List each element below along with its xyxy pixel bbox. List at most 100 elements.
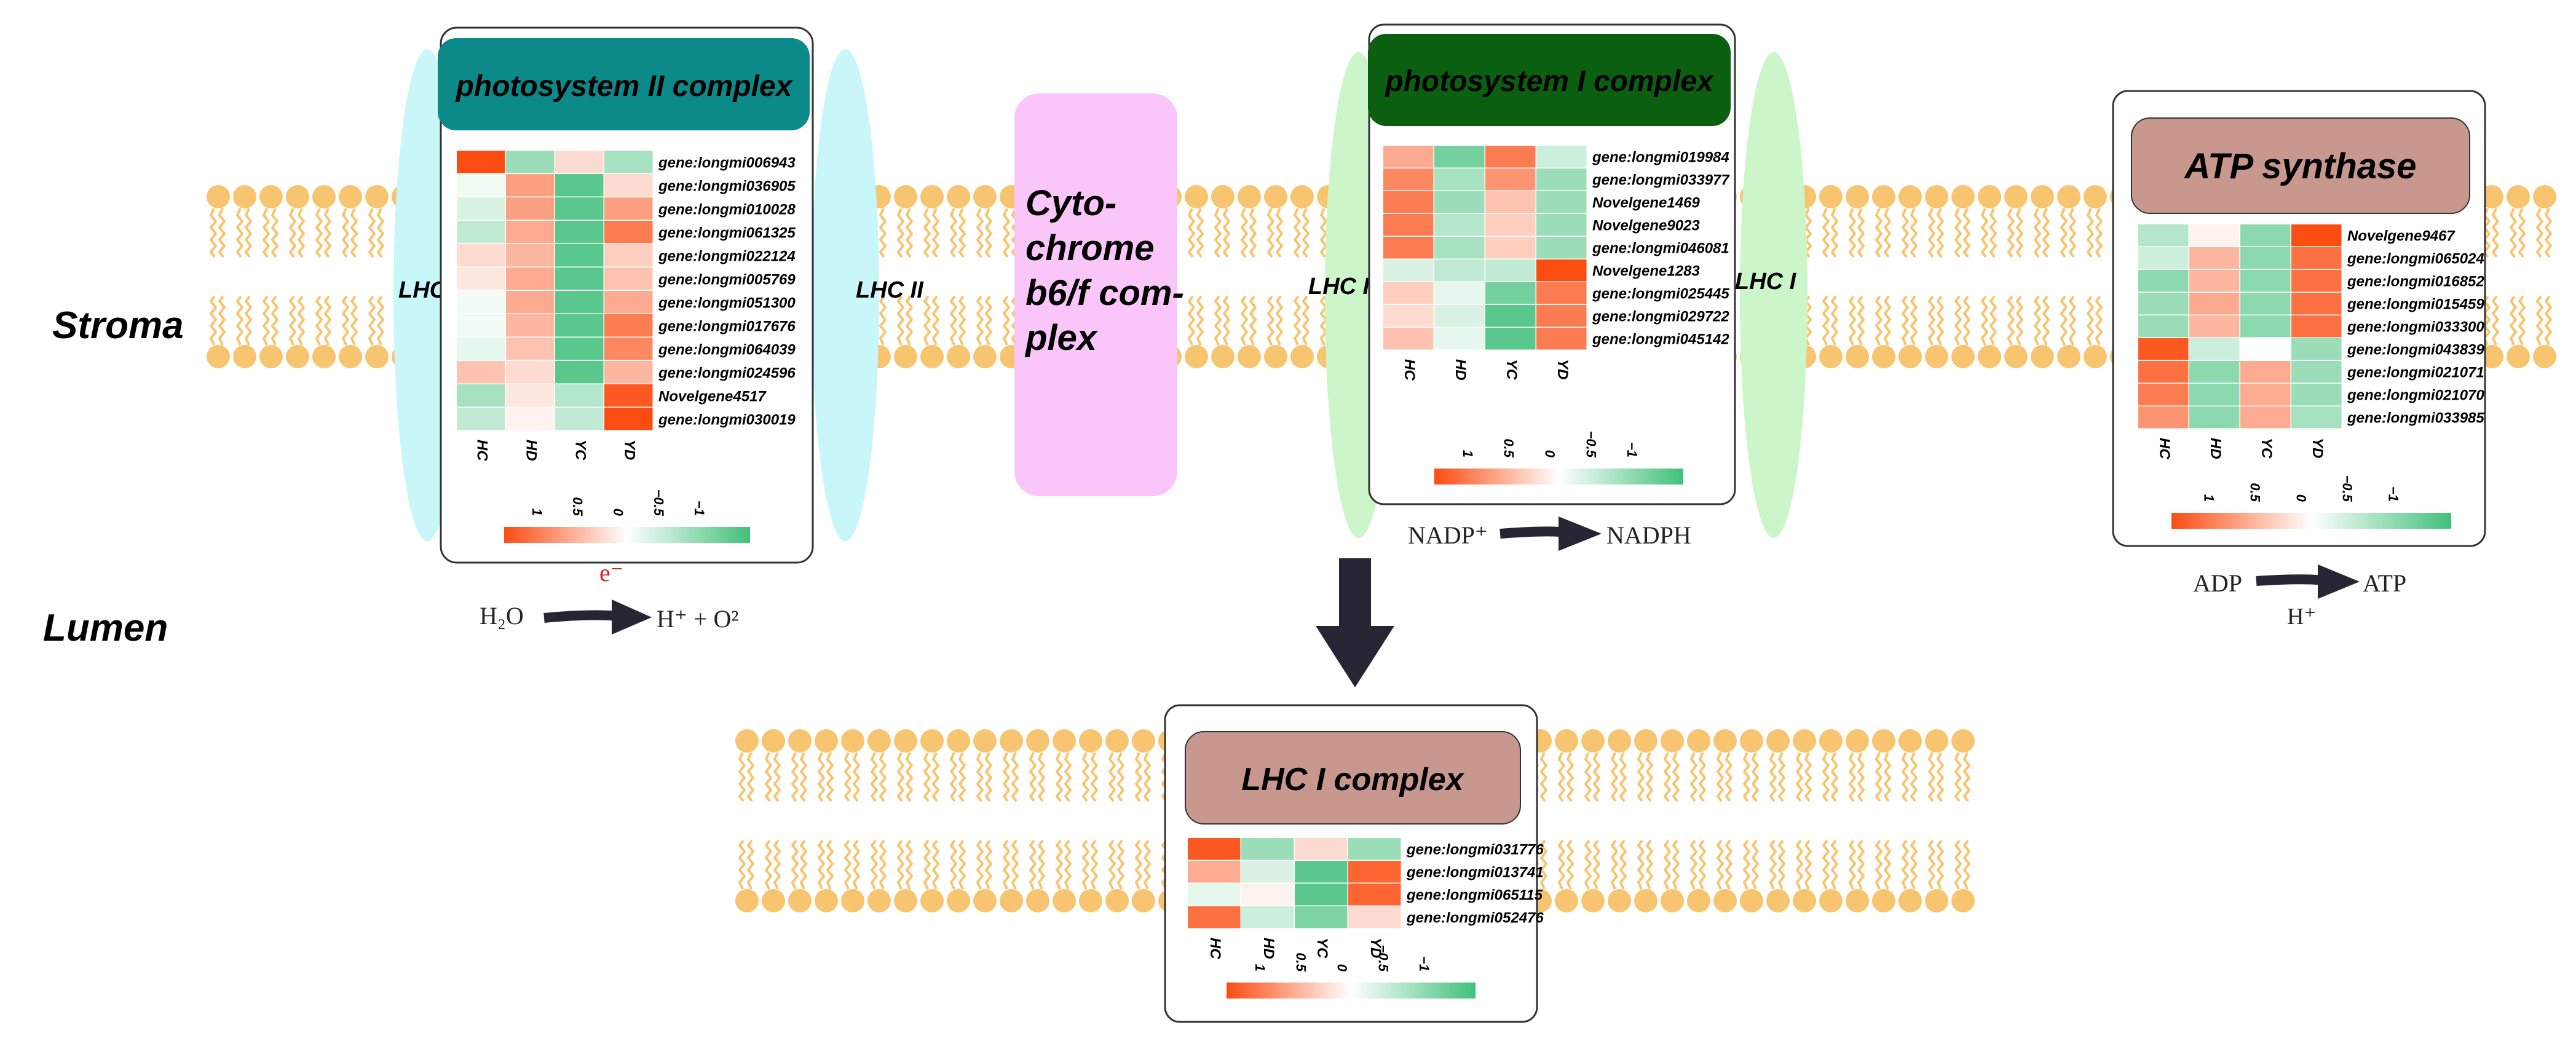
lower-lipid-inner bbox=[1950, 839, 1976, 914]
heatmap-cell bbox=[1536, 259, 1587, 282]
gene-label: gene:longmi031776 bbox=[1406, 842, 1544, 858]
gene-label: gene:longmi029722 bbox=[1592, 309, 1729, 325]
gene-label: gene:longmi017676 bbox=[658, 318, 796, 334]
upper-lipid-inner bbox=[364, 295, 390, 370]
heatmap-cell bbox=[1434, 305, 1485, 327]
color-scale-tick: 1 bbox=[1252, 964, 1268, 971]
lower-lipid-outer bbox=[787, 728, 813, 802]
lower-lipid-outer bbox=[972, 728, 998, 802]
stroma-label: Stroma bbox=[52, 304, 184, 347]
lower-lipid-outer bbox=[1131, 728, 1156, 802]
heatmap-cell bbox=[604, 384, 653, 407]
column-label: HD bbox=[2207, 438, 2224, 459]
upper-lipid-inner bbox=[946, 295, 971, 370]
upper-lipid-outer bbox=[1818, 184, 1844, 258]
lower-lipid-inner bbox=[866, 839, 892, 914]
lower-lipid-inner bbox=[1871, 839, 1897, 914]
upper-lipid-inner bbox=[919, 295, 945, 370]
gene-label: gene:longmi061325 bbox=[658, 224, 796, 241]
lower-lipid-outer bbox=[1844, 728, 1870, 802]
gene-label: gene:longmi005769 bbox=[658, 271, 796, 288]
heatmap-cell bbox=[1241, 838, 1294, 860]
heatmap-cell bbox=[604, 361, 653, 384]
column-label: HC bbox=[1401, 359, 1418, 381]
color-scale-tick: −1 bbox=[692, 500, 707, 516]
lower-lipid-outer bbox=[1104, 728, 1130, 802]
heatmap-cell bbox=[1485, 146, 1536, 168]
lower-lipid-outer bbox=[761, 728, 786, 802]
nadph-label: NADPH bbox=[1606, 521, 1691, 549]
heatmap-cell bbox=[2138, 361, 2189, 383]
upper-lipid-outer bbox=[1289, 184, 1315, 258]
lower-lipid-inner bbox=[998, 839, 1024, 914]
heatmap-cell bbox=[2291, 384, 2342, 406]
heatmap-cell bbox=[1434, 146, 1485, 168]
heatmap-cell bbox=[2291, 406, 2342, 429]
adp-label: ADP bbox=[2193, 569, 2242, 597]
photosystem-ii-title: photosystem II complex bbox=[455, 70, 794, 103]
lower-lipid-outer bbox=[734, 728, 760, 802]
gene-label: gene:longmi021070 bbox=[2347, 387, 2484, 404]
heatmap-cell bbox=[457, 361, 505, 384]
heatmap-cell bbox=[506, 151, 555, 173]
upper-lipid-outer bbox=[1871, 184, 1897, 258]
heatmap-cell bbox=[2291, 247, 2342, 269]
heatmap-cell bbox=[506, 174, 555, 197]
heatmap-cell bbox=[1383, 282, 1434, 304]
color-scale-tick: 0 bbox=[1542, 450, 1557, 458]
heatmap-cell bbox=[1348, 838, 1401, 860]
lower-lipid-outer bbox=[1739, 728, 1764, 802]
heatmap-cell bbox=[1434, 168, 1485, 191]
upper-lipid-outer bbox=[205, 184, 231, 258]
lower-lipid-outer bbox=[946, 728, 971, 802]
heatmap-cell bbox=[2291, 293, 2342, 315]
heatmap-cell bbox=[1188, 884, 1241, 906]
upper-lipid-inner bbox=[1818, 295, 1844, 370]
lhc-ii-right-label: LHC II bbox=[856, 277, 924, 303]
photosystem-ii-header bbox=[438, 38, 810, 130]
color-scale-tick: 0.5 bbox=[1294, 952, 1309, 971]
upper-lipid-inner bbox=[2003, 295, 2029, 370]
heatmap-cell bbox=[604, 151, 653, 173]
upper-lipid-outer bbox=[311, 184, 337, 258]
lhc-i-complex-title: LHC I complex bbox=[1241, 762, 1464, 797]
heatmap-cell bbox=[457, 314, 505, 337]
gene-label: gene:longmi021071 bbox=[2347, 365, 2484, 381]
color-scale-tick: 0 bbox=[1334, 964, 1349, 972]
gene-label: gene:longmi033985 bbox=[2347, 410, 2484, 427]
heatmap-cell bbox=[604, 291, 653, 314]
heatmap-cell bbox=[506, 267, 555, 290]
heatmap-cell bbox=[555, 384, 604, 407]
heatmap-cell bbox=[2189, 224, 2240, 247]
upper-lipid-inner bbox=[893, 295, 919, 370]
upper-lipid-inner bbox=[1950, 295, 1976, 370]
photosystem-i-header bbox=[1368, 34, 1731, 126]
upper-lipid-inner bbox=[338, 295, 363, 370]
lhc-i-left-label: LHC I bbox=[1308, 274, 1370, 299]
water-label: H₂O bbox=[480, 602, 524, 630]
lhc-ii-right-ellipse bbox=[812, 49, 879, 541]
heatmap-cell bbox=[1485, 191, 1536, 213]
gene-label: gene:longmi013741 bbox=[1406, 864, 1544, 881]
heatmap-cell bbox=[555, 244, 604, 267]
heatmap-cell bbox=[506, 338, 555, 360]
heatmap-cell bbox=[604, 244, 653, 267]
upper-lipid-outer bbox=[1263, 184, 1289, 258]
column-label: HD bbox=[523, 440, 540, 461]
gene-label: gene:longmi043839 bbox=[2347, 342, 2484, 358]
heatmap-cell bbox=[1536, 328, 1587, 350]
heatmap-cell bbox=[1241, 884, 1294, 906]
atp-synthase-title: ATP synthase bbox=[2183, 146, 2416, 186]
heatmap-cell bbox=[555, 361, 604, 384]
heatmap-cell bbox=[1536, 282, 1587, 304]
heatmap-cell bbox=[1383, 237, 1434, 259]
heatmap-cell bbox=[506, 197, 555, 220]
upper-lipid-inner bbox=[311, 295, 337, 370]
column-label: YD bbox=[1367, 938, 1384, 958]
lower-lipid-inner bbox=[1078, 839, 1104, 914]
upper-lipid-outer bbox=[258, 184, 284, 258]
nadp-label: NADP⁺ bbox=[1408, 521, 1488, 549]
lower-lipid-inner bbox=[1633, 839, 1659, 914]
upper-lipid-outer bbox=[946, 184, 971, 258]
lower-lipid-outer bbox=[1686, 728, 1712, 802]
